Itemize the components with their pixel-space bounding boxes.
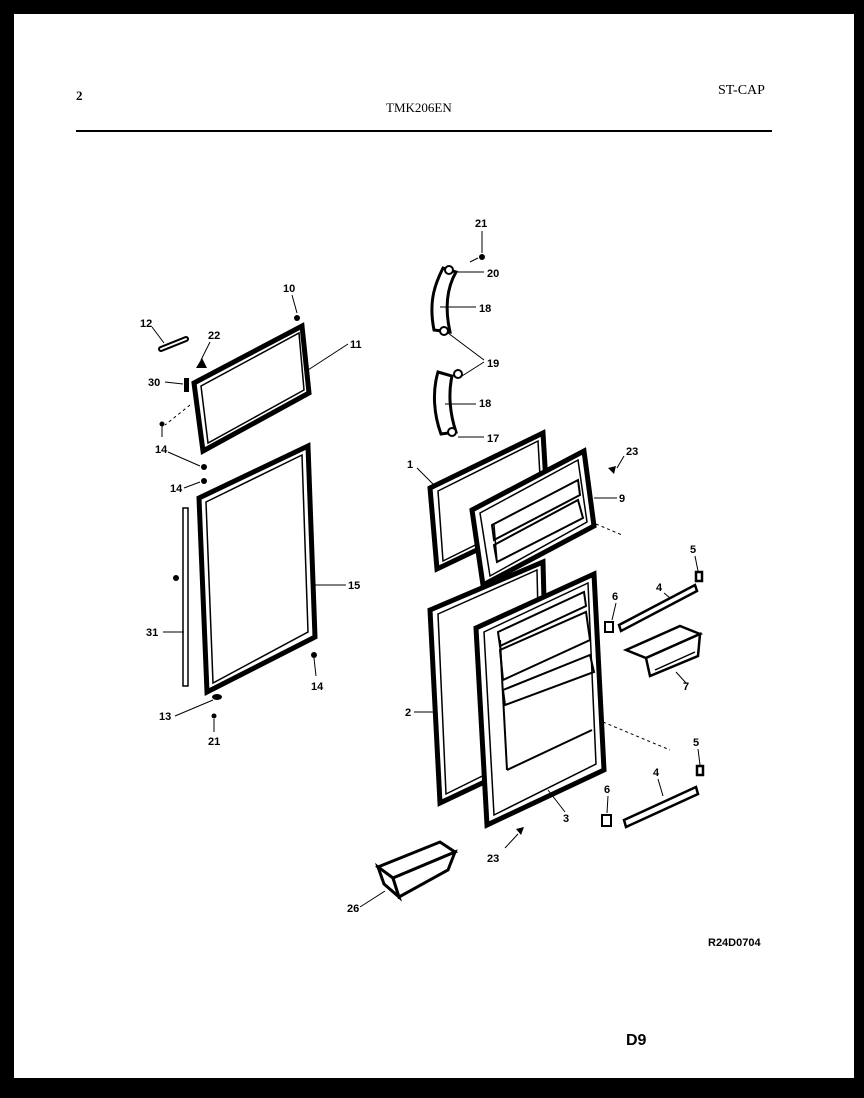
part-6-rail-end-upper xyxy=(604,621,614,633)
part-18-lower-handle xyxy=(432,369,463,437)
part-21-screw-a xyxy=(479,254,485,260)
label-14c: 14 xyxy=(311,681,324,693)
part-14-screw-a xyxy=(201,464,207,470)
label-4a: 4 xyxy=(656,582,663,594)
part-30-bracket xyxy=(184,378,189,392)
label-18b: 18 xyxy=(479,398,491,410)
label-6a: 6 xyxy=(612,591,618,603)
header-code: ST-CAP xyxy=(718,83,765,98)
part-9-freezer-door-liner xyxy=(469,447,597,589)
part-14-screw-c xyxy=(311,652,317,658)
label-13: 13 xyxy=(159,711,171,723)
label-17: 17 xyxy=(487,433,499,445)
label-22: 22 xyxy=(208,330,220,342)
part-12-screw xyxy=(158,336,189,352)
label-19: 19 xyxy=(487,358,499,370)
part-22-arrow xyxy=(196,358,207,368)
label-14b: 14 xyxy=(170,483,183,495)
part-31-hinge-strip xyxy=(182,507,189,687)
part-21-screw-b xyxy=(211,713,217,719)
label-9: 9 xyxy=(619,493,625,505)
label-1: 1 xyxy=(407,459,413,471)
label-18a: 18 xyxy=(479,303,491,315)
part-18-upper-handle xyxy=(430,265,459,336)
label-15: 15 xyxy=(348,580,360,592)
part-5-rail-clip-lower xyxy=(695,764,705,777)
part-23-screw-a xyxy=(608,466,616,474)
label-5b: 5 xyxy=(693,737,699,749)
label-23b: 23 xyxy=(487,853,499,865)
part-15-fresh-food-door-frame xyxy=(196,442,318,696)
label-3: 3 xyxy=(563,813,569,825)
label-26: 26 xyxy=(347,903,359,915)
label-11: 11 xyxy=(350,339,362,351)
part-3-fresh-food-door-liner xyxy=(473,570,607,829)
label-14a: 14 xyxy=(155,444,168,456)
label-21b: 21 xyxy=(208,736,220,748)
part-26-door-bin xyxy=(374,840,459,902)
page-number: 2 xyxy=(76,88,83,103)
label-23a: 23 xyxy=(626,446,638,458)
label-21a: 21 xyxy=(475,218,487,230)
label-2: 2 xyxy=(405,707,411,719)
label-7: 7 xyxy=(683,681,689,693)
section-code: D9 xyxy=(626,1032,647,1049)
label-10: 10 xyxy=(283,283,295,295)
label-4b: 4 xyxy=(653,767,660,779)
label-30: 30 xyxy=(148,377,160,389)
model-number: TMK206EN xyxy=(386,100,452,115)
part-6-rail-end-lower xyxy=(601,814,612,827)
part-10-plug xyxy=(294,315,300,321)
part-14-screw-b xyxy=(201,478,207,484)
label-20: 20 xyxy=(487,268,499,280)
part-5-rail-clip-upper xyxy=(694,570,704,583)
label-31: 31 xyxy=(146,627,158,639)
part-4-shelf-rail-lower xyxy=(622,785,700,829)
drawing-id: R24D0704 xyxy=(708,937,761,949)
part-7-door-shelf xyxy=(622,624,704,678)
label-5a: 5 xyxy=(690,544,696,556)
part-23-screw-b xyxy=(516,827,524,835)
label-12: 12 xyxy=(140,318,152,330)
part-13-hinge-bushing xyxy=(212,694,222,700)
part-11-freezer-door-frame xyxy=(191,322,312,455)
label-6b: 6 xyxy=(604,784,610,796)
